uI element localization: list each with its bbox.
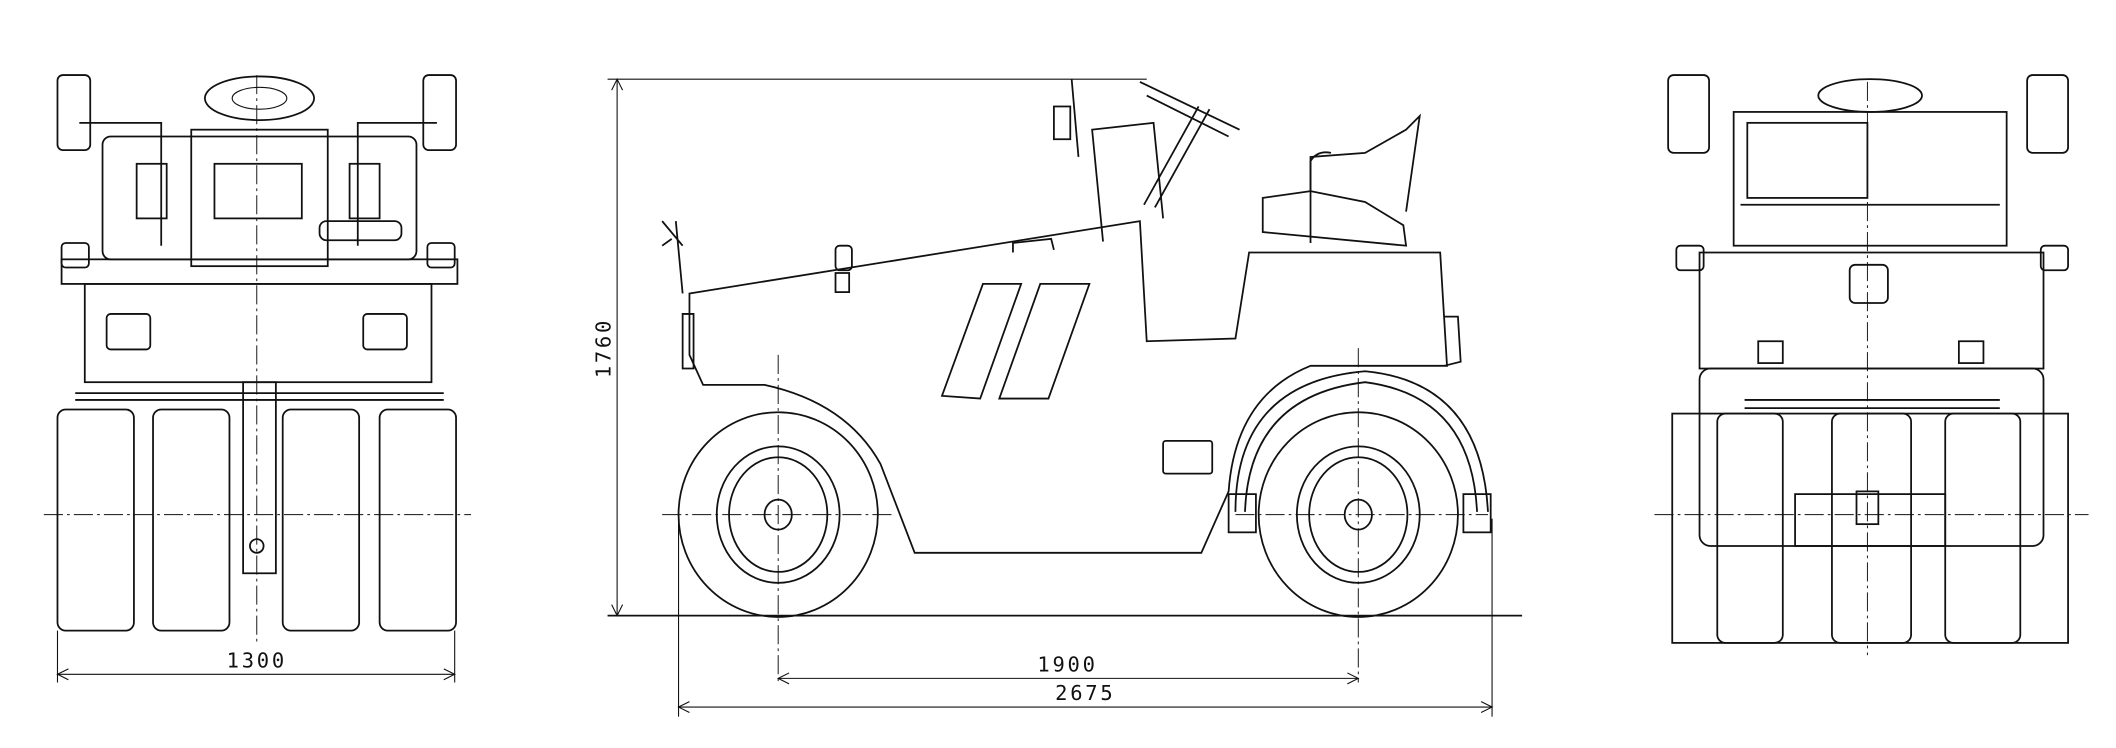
front-view: [43, 74, 472, 642]
side-body: [688, 220, 1448, 554]
wheelbase-label: 1900: [1037, 653, 1097, 677]
length-label: 2675: [1055, 681, 1115, 705]
height-label: 1760: [591, 318, 615, 378]
dimension-width: 1300: [56, 630, 456, 683]
front-tires: [56, 408, 457, 632]
dimension-wheelbase: 1900: [776, 653, 1360, 685]
side-view: [607, 79, 1523, 683]
dimension-height: 1760: [591, 77, 1147, 617]
dimension-length: 2675: [677, 518, 1494, 717]
width-label: 1300: [227, 648, 287, 672]
rear-view: [1654, 74, 2089, 656]
